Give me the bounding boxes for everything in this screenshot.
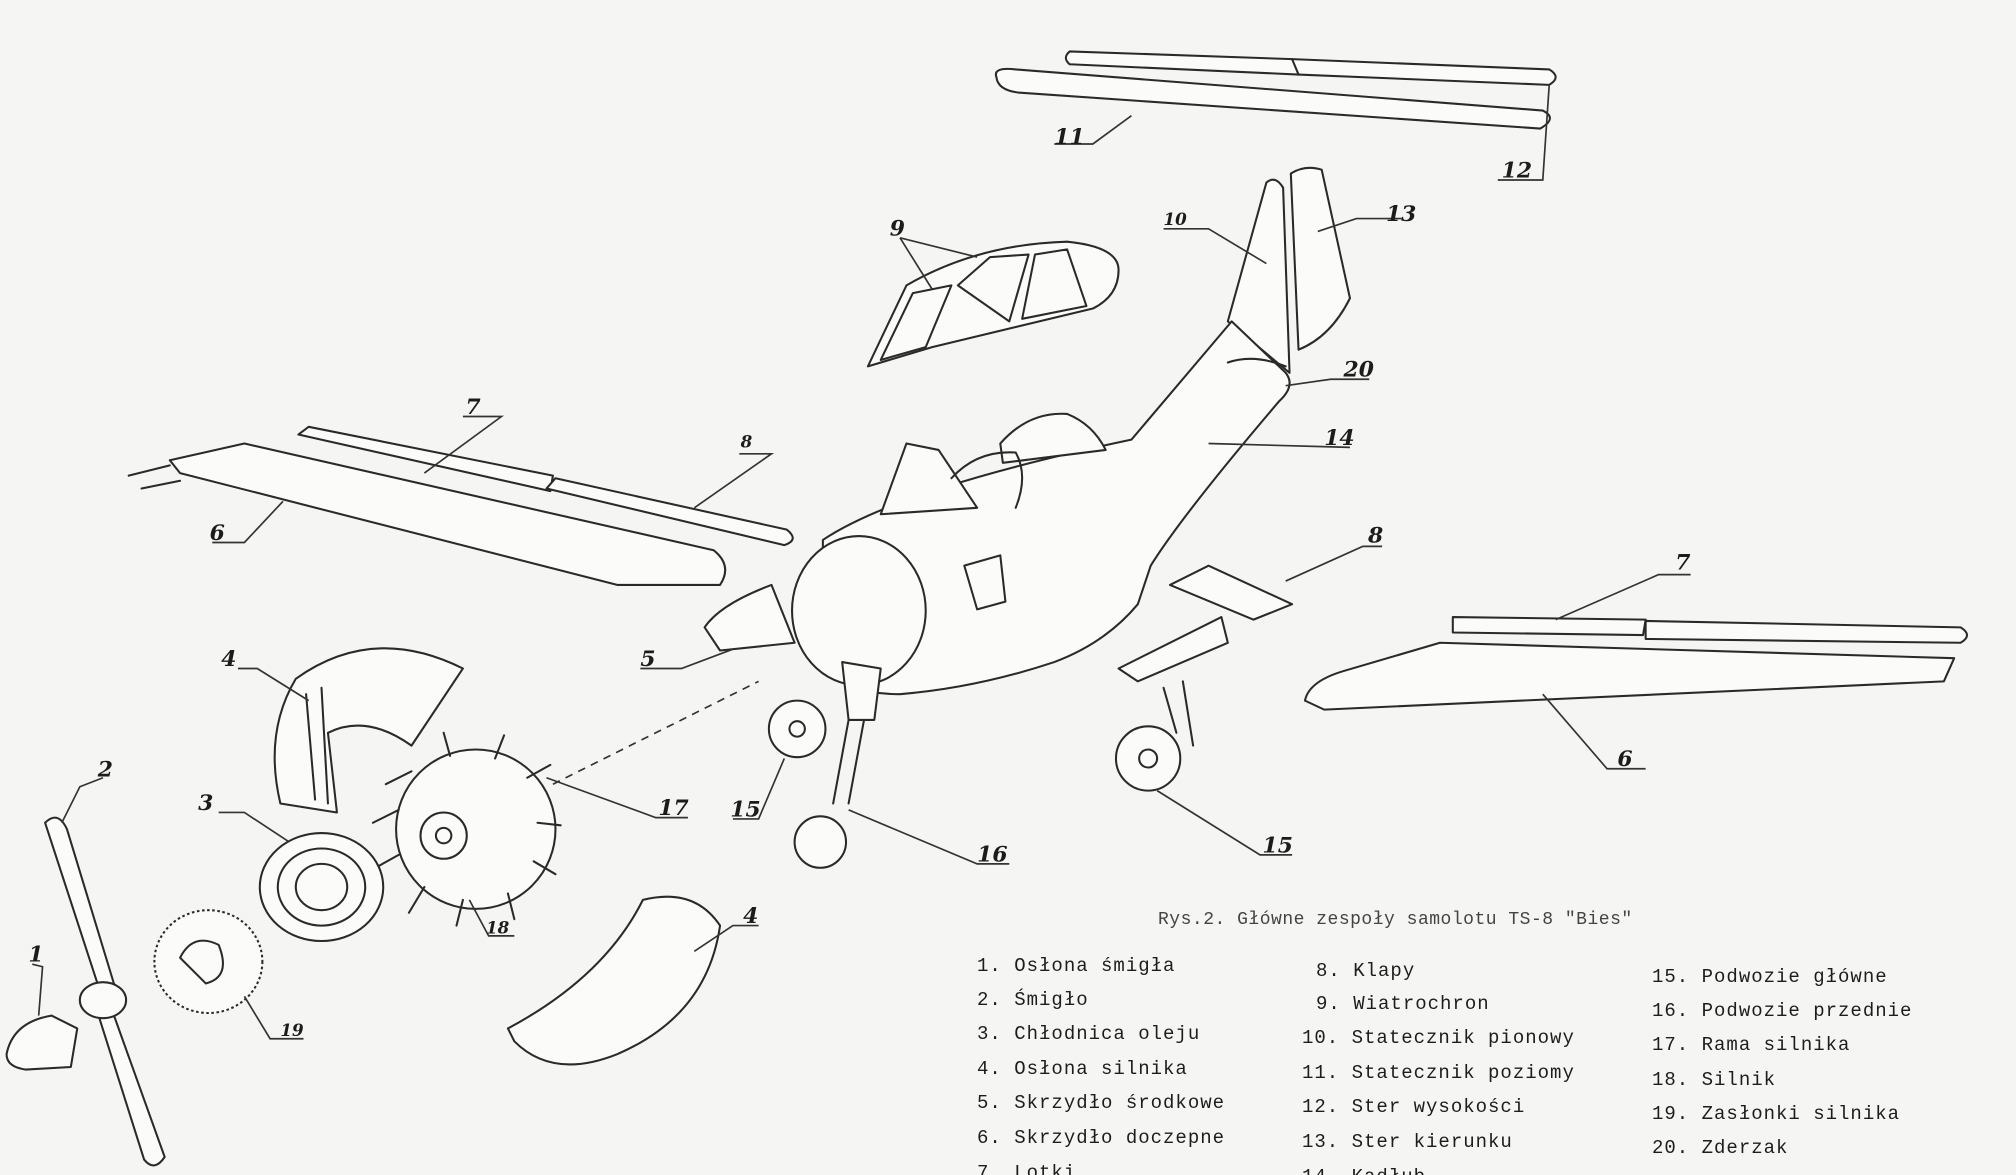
vertical-fin — [1226, 178, 1291, 374]
engine — [371, 731, 562, 927]
callout-2: 2 — [97, 756, 113, 782]
legend-item: 5. Skrzydło środkowe — [977, 1092, 1226, 1114]
main-gear-wheel-left — [767, 699, 827, 759]
callout-20: 20 — [1343, 357, 1374, 383]
callout-18: 18 — [486, 917, 510, 937]
propeller — [44, 816, 166, 1167]
legend-item: 14. Kadłub — [1302, 1166, 1426, 1175]
callout-7-right: 7 — [1675, 550, 1690, 576]
legend-item: 17. Rama silnika — [1652, 1034, 1851, 1056]
legend-item: 8. Klapy — [1316, 960, 1416, 982]
horizontal-stabilizer — [994, 67, 1551, 130]
legend-item: 11. Statecznik poziomy — [1302, 1062, 1575, 1084]
figure-caption: Rys.2. Główne zespoły samolotu TS-8 "Bie… — [1158, 910, 1633, 930]
callout-15-right: 15 — [1263, 832, 1293, 858]
propeller-spinner — [5, 1014, 79, 1071]
canopy-front — [879, 442, 979, 516]
callout-11: 11 — [1054, 124, 1084, 150]
legend-item: 7. Lotki — [977, 1162, 1077, 1175]
legend-item: 15. Podwozie główne — [1652, 966, 1888, 988]
callout-1: 1 — [28, 942, 43, 968]
legend-item: 9. Wiatrochron — [1316, 993, 1490, 1015]
left-outer-wing — [168, 442, 727, 586]
left-flap — [545, 477, 794, 547]
nose-gear — [841, 661, 882, 721]
callout-4-lower: 4 — [743, 903, 758, 929]
callout-17: 17 — [658, 795, 688, 821]
left-aileron — [297, 425, 554, 493]
callout-10: 10 — [1164, 209, 1188, 229]
callout-8-right: 8 — [1367, 523, 1383, 549]
legend-item: 18. Silnik — [1652, 1069, 1777, 1091]
legend-item: 1. Osłona śmigła — [977, 955, 1176, 977]
nose-gear-wheel — [793, 815, 848, 869]
callout-16: 16 — [977, 841, 1007, 867]
callout-6-left: 6 — [210, 520, 225, 546]
legend-item: 6. Skrzydło doczepne — [977, 1127, 1226, 1149]
legend-item: 12. Ster wysokości — [1302, 1096, 1526, 1118]
callout-9: 9 — [890, 215, 905, 241]
callout-4-upper: 4 — [221, 646, 236, 672]
main-gear-wheel-right — [1114, 725, 1182, 792]
oil-cooler — [258, 832, 385, 943]
right-outer-wing — [1303, 641, 1956, 711]
legend-item: 3. Chłodnica oleju — [977, 1023, 1201, 1045]
legend-item: 19. Zasłonki silnika — [1652, 1103, 1901, 1125]
callout-19: 19 — [280, 1020, 304, 1040]
legend-item: 16. Podwozie przednie — [1652, 1000, 1913, 1022]
fuselage — [821, 320, 1291, 696]
callout-14: 14 — [1324, 425, 1354, 451]
canopy-rear — [999, 412, 1107, 464]
callout-5: 5 — [640, 646, 655, 672]
legend-item: 10. Statecznik pionowy — [1302, 1027, 1575, 1049]
right-center-wing — [1117, 616, 1229, 683]
legend-item: 20. Zderzak — [1652, 1137, 1789, 1159]
callout-7-left: 7 — [465, 394, 480, 420]
left-center-wing — [703, 583, 796, 652]
right-flap — [1451, 616, 1647, 637]
engine-cowling-lower — [506, 895, 722, 1066]
engine-shutters — [153, 909, 264, 1015]
callout-12: 12 — [1502, 157, 1532, 183]
callout-8-left: 8 — [740, 431, 753, 451]
fuselage-hatch — [963, 554, 1007, 611]
right-aileron — [1644, 619, 1969, 644]
callout-13: 13 — [1386, 201, 1416, 227]
rudder — [1289, 166, 1351, 351]
callout-6-right: 6 — [1617, 746, 1632, 772]
callout-3: 3 — [198, 790, 213, 816]
legend-item: 13. Ster kierunku — [1302, 1131, 1513, 1153]
windscreen — [866, 240, 1120, 368]
legend-item: 4. Osłona silnika — [977, 1058, 1188, 1080]
leader-lines — [32, 84, 1691, 1040]
right-center-flap — [1168, 564, 1294, 621]
callout-15-left: 15 — [730, 796, 760, 822]
legend-item: 2. Śmigło — [977, 989, 1089, 1011]
